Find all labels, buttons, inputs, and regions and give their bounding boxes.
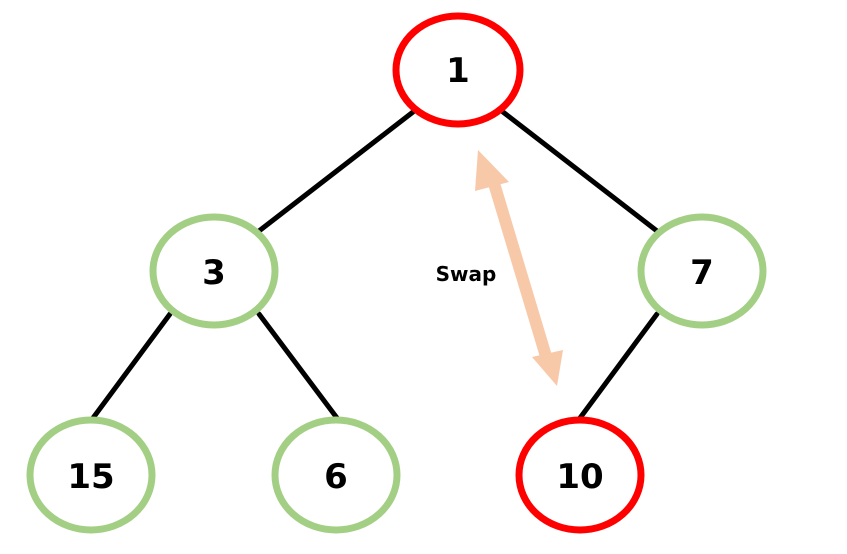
node-label: 6: [324, 457, 348, 497]
heap-node-1: 1: [392, 12, 524, 128]
node-label: 10: [556, 457, 603, 497]
heap-node-3: 3: [149, 213, 279, 329]
heap-node-6: 6: [271, 416, 401, 534]
node-label: 3: [202, 253, 226, 293]
edge-1-7: [500, 109, 660, 234]
swap-arrow: [475, 150, 563, 386]
edge-3-15: [90, 311, 173, 421]
node-label: 1: [446, 51, 470, 91]
edge-7-10: [577, 311, 660, 421]
heap-node-15: 15: [26, 416, 156, 534]
node-label: 15: [67, 457, 114, 497]
edge-3-6: [256, 311, 340, 421]
edge-1-3: [256, 109, 416, 234]
swap-label: Swap: [436, 262, 497, 286]
heap-node-10: 10: [515, 416, 645, 534]
heap-node-7: 7: [637, 213, 767, 329]
node-label: 7: [690, 253, 714, 293]
